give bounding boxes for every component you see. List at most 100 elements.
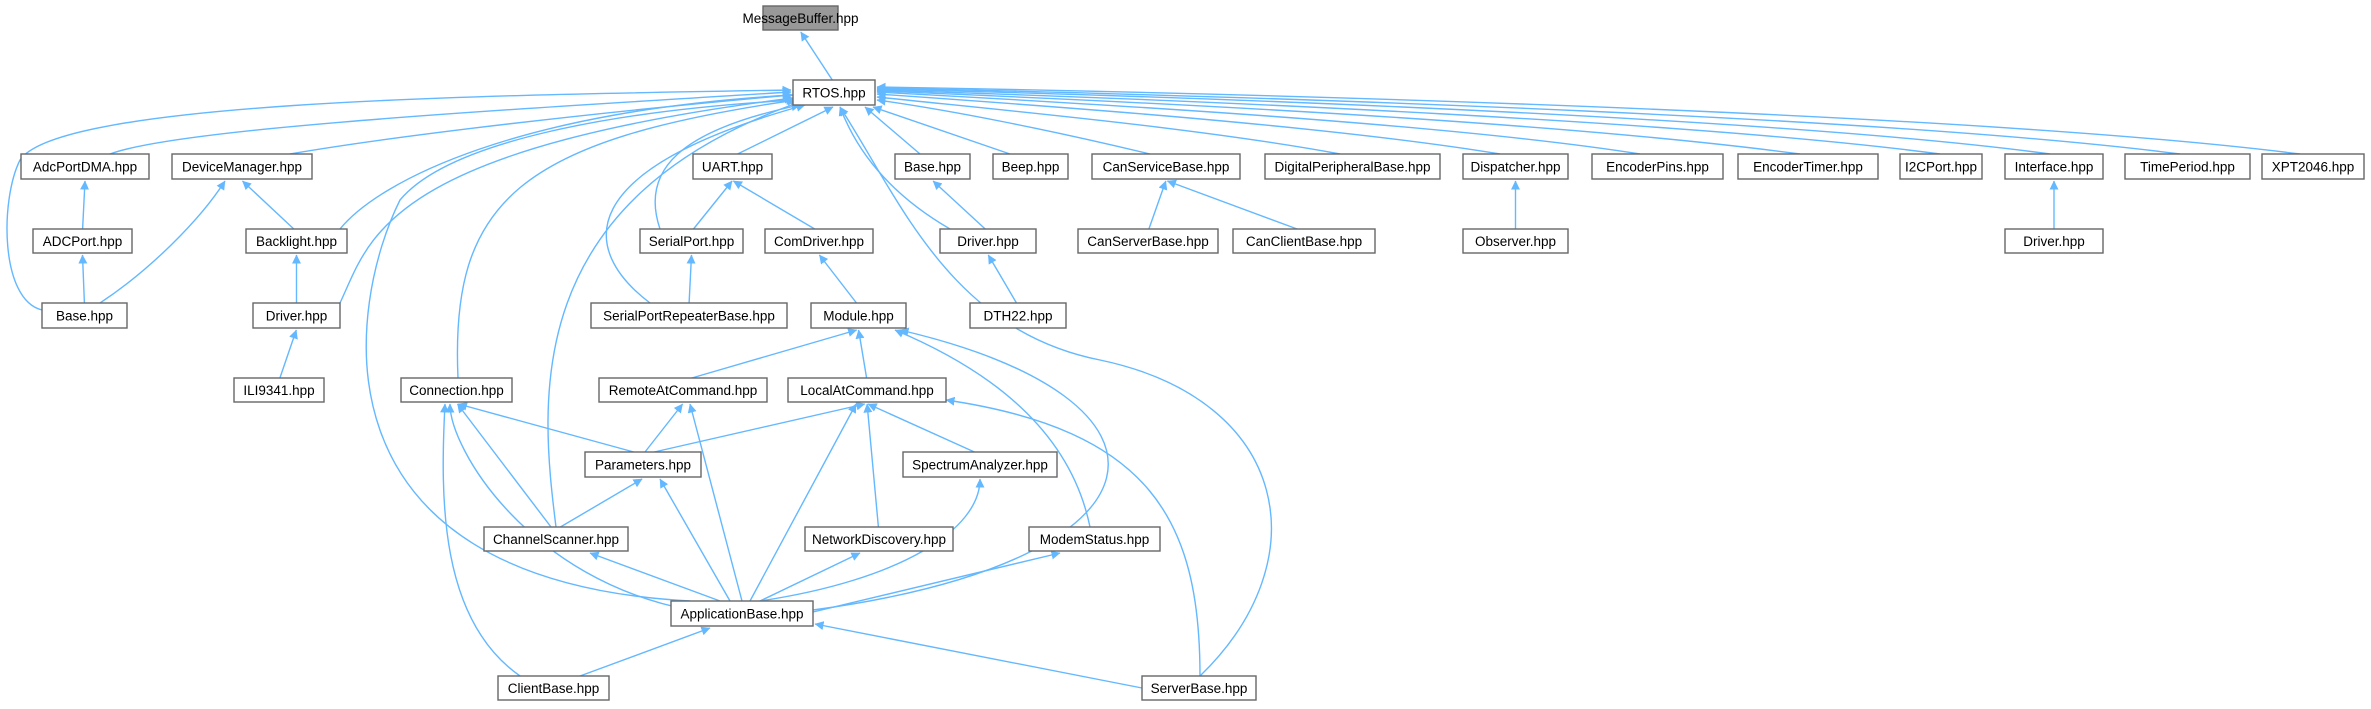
node-label: Connection.hpp <box>409 383 504 398</box>
node-module[interactable]: Module.hpp <box>810 302 907 329</box>
node-ili9341[interactable]: ILI9341.hpp <box>233 377 325 403</box>
node-networkdiscovery[interactable]: NetworkDiscovery.hpp <box>804 526 954 552</box>
node-label: Parameters.hpp <box>595 458 691 473</box>
node-xpt2046[interactable]: XPT2046.hpp <box>2261 153 2365 180</box>
edge-rtos-to-messagebuffer <box>800 31 833 81</box>
node-label: DeviceManager.hpp <box>182 160 302 175</box>
node-box <box>1091 153 1241 180</box>
node-label: Base.hpp <box>904 160 961 175</box>
node-i2cport[interactable]: I2CPort.hpp <box>1899 153 1983 180</box>
node-adcportdma[interactable]: AdcPortDMA.hpp <box>20 153 150 180</box>
node-modemstatus[interactable]: ModemStatus.hpp <box>1028 526 1161 552</box>
node-remoteatcommand[interactable]: RemoteAtCommand.hpp <box>598 377 768 403</box>
node-backlight[interactable]: Backlight.hpp <box>245 228 348 254</box>
edge-canserverbase-to-canservicebase <box>1148 180 1168 230</box>
node-encoderpins[interactable]: EncoderPins.hpp <box>1591 153 1724 180</box>
node-driver_right[interactable]: Driver.hpp <box>2004 228 2104 254</box>
edge-dth22-to-driver_mid <box>987 254 1018 304</box>
node-timeperiod[interactable]: TimePeriod.hpp <box>2124 153 2251 180</box>
edge-base_left-to-rtos <box>6 85 792 311</box>
node-box <box>792 79 876 106</box>
node-label: Beep.hpp <box>1002 160 1060 175</box>
node-box <box>41 302 128 329</box>
node-localatcommand[interactable]: LocalAtCommand.hpp <box>787 377 947 403</box>
node-driver_mid[interactable]: Driver.hpp <box>939 228 1037 254</box>
node-digitalperipheralbase[interactable]: DigitalPeripheralBase.hpp <box>1264 153 1441 180</box>
node-spectrumanalyzer[interactable]: SpectrumAnalyzer.hpp <box>902 451 1058 478</box>
node-serverbase[interactable]: ServerBase.hpp <box>1141 675 1257 701</box>
node-devicemanager[interactable]: DeviceManager.hpp <box>171 153 313 180</box>
node-label: I2CPort.hpp <box>1905 160 1977 175</box>
edge-layer <box>6 31 2301 689</box>
node-box <box>171 153 313 180</box>
node-applicationbase[interactable]: ApplicationBase.hpp <box>670 600 814 627</box>
node-beep[interactable]: Beep.hpp <box>992 153 1069 180</box>
node-dth22[interactable]: DTH22.hpp <box>969 302 1067 329</box>
node-uart[interactable]: UART.hpp <box>692 153 773 180</box>
node-serialportrepeaterbase[interactable]: SerialPortRepeaterBase.hpp <box>590 302 788 329</box>
node-box <box>252 302 341 329</box>
edge-canclientbase-to-canservicebase <box>1166 179 1298 230</box>
node-label: CanServerBase.hpp <box>1087 234 1209 249</box>
edge-base_mid-to-rtos <box>864 106 921 155</box>
node-canclientbase[interactable]: CanClientBase.hpp <box>1232 228 1376 254</box>
node-clientbase[interactable]: ClientBase.hpp <box>497 675 610 701</box>
node-box <box>2004 153 2104 180</box>
node-canservicebase[interactable]: CanServiceBase.hpp <box>1091 153 1241 180</box>
edge-digitalperipheralbase-to-rtos <box>876 93 1341 155</box>
node-canserverbase[interactable]: CanServerBase.hpp <box>1077 228 1219 254</box>
node-box <box>233 377 325 403</box>
node-label: Interface.hpp <box>2015 160 2094 175</box>
node-dispatcher[interactable]: Dispatcher.hpp <box>1462 153 1569 180</box>
node-interface[interactable]: Interface.hpp <box>2004 153 2104 180</box>
node-label: Driver.hpp <box>2023 234 2085 249</box>
node-box <box>902 451 1058 478</box>
node-base_left[interactable]: Base.hpp <box>41 302 128 329</box>
node-label: DigitalPeripheralBase.hpp <box>1274 160 1430 175</box>
edge-clientbase-to-connection <box>440 403 521 677</box>
node-box <box>497 675 610 701</box>
node-adcport[interactable]: ADCPort.hpp <box>32 228 133 254</box>
node-box <box>1462 153 1569 180</box>
node-box <box>810 302 907 329</box>
node-label: Driver.hpp <box>266 309 328 324</box>
node-box <box>764 228 874 254</box>
edge-dispatcher-to-rtos <box>876 90 1501 155</box>
node-serialport[interactable]: SerialPort.hpp <box>639 228 744 254</box>
node-box <box>2124 153 2251 180</box>
node-box <box>1591 153 1724 180</box>
node-comdriver[interactable]: ComDriver.hpp <box>764 228 874 254</box>
node-label: TimePeriod.hpp <box>2140 160 2235 175</box>
edge-channelscanner-to-parameters <box>560 478 643 528</box>
node-label: CanClientBase.hpp <box>1246 234 1362 249</box>
node-label: Module.hpp <box>823 309 894 324</box>
node-label: XPT2046.hpp <box>2272 160 2355 175</box>
edge-xpt2046-to-rtos <box>876 82 2301 155</box>
node-label: ApplicationBase.hpp <box>680 607 803 622</box>
edge-applicationbase-to-localatcommand <box>749 403 857 602</box>
node-connection[interactable]: Connection.hpp <box>400 377 513 403</box>
node-messagebuffer[interactable]: MessageBuffer.hpp <box>742 5 859 31</box>
node-label: EncoderPins.hpp <box>1606 160 1709 175</box>
node-driver_left[interactable]: Driver.hpp <box>252 302 341 329</box>
edge-driver_mid-to-base_mid <box>932 180 986 230</box>
node-label: LocalAtCommand.hpp <box>800 383 934 398</box>
node-box <box>939 228 1037 254</box>
node-parameters[interactable]: Parameters.hpp <box>584 451 702 478</box>
edge-base_left-to-devicemanager <box>99 180 226 304</box>
node-observer[interactable]: Observer.hpp <box>1462 228 1569 254</box>
node-label: RemoteAtCommand.hpp <box>609 383 758 398</box>
node-rtos[interactable]: RTOS.hpp <box>792 79 876 106</box>
node-label: ServerBase.hpp <box>1151 681 1248 696</box>
node-base_mid[interactable]: Base.hpp <box>894 153 971 180</box>
edge-applicationbase-to-parameters <box>659 478 731 602</box>
edge-serverbase-to-applicationbase <box>814 621 1143 689</box>
node-box <box>20 153 150 180</box>
edge-localatcommand-to-module <box>855 329 868 379</box>
node-channelscanner[interactable]: ChannelScanner.hpp <box>483 526 629 552</box>
node-encodertimer[interactable]: EncoderTimer.hpp <box>1737 153 1879 180</box>
edge-spectrumanalyzer-to-localatcommand <box>867 403 975 453</box>
node-box <box>692 153 773 180</box>
node-box <box>1462 228 1569 254</box>
